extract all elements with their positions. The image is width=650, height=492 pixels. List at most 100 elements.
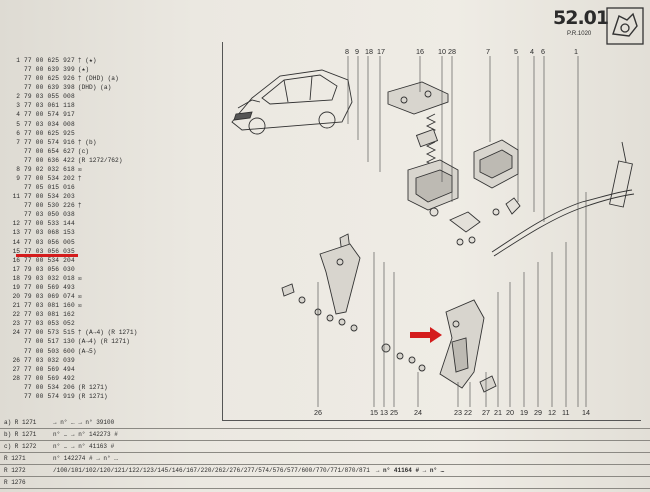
part-note: ☒ [77, 302, 82, 310]
pedal-left [281, 233, 361, 332]
callout-label: 6 [541, 47, 545, 56]
part-no: 9 [16, 175, 20, 183]
callout-label: 15 [370, 408, 378, 417]
part-no: 4 [16, 111, 20, 119]
bottom-range: n° 142274 # → n° … [53, 455, 118, 462]
part-ref: 77 00 574 917 [24, 111, 75, 119]
part-no: 14 [12, 238, 20, 246]
part-ref: 77 00 569 494 [24, 365, 75, 373]
part-no: 6 [16, 129, 20, 137]
cylinder-body-right [473, 139, 519, 189]
bottom-model: c) R 1272 [4, 443, 37, 450]
bottom-range: n° … → n° 41163 # [53, 443, 115, 450]
part-ref: 77 03 050 038 [24, 211, 75, 219]
bottom-model: R 1272 [4, 467, 26, 474]
parts-list-row: 77 00 654 627(c) [8, 147, 223, 156]
part-no [8, 201, 20, 210]
part-note: (★) [77, 66, 90, 74]
part-note: † (DHD) (a) [77, 75, 119, 83]
callout-label: 1 [574, 47, 578, 56]
part-note: ☒ [77, 293, 82, 301]
part-no: 28 [12, 374, 20, 382]
part-note: ☒ [77, 274, 82, 282]
callout-label: 13 [380, 408, 388, 417]
part-no: 17 [12, 265, 20, 273]
part-no: 24 [12, 329, 20, 337]
part-ref: 77 03 034 008 [24, 120, 75, 128]
part-ref: 77 00 639 398 [24, 84, 75, 92]
part-no: 5 [16, 120, 20, 128]
part-ref: 77 00 639 399 [24, 66, 75, 74]
part-no: 3 [16, 102, 20, 110]
part-ref: 77 03 081 162 [24, 311, 75, 319]
parts-list-row: 77 00 639 398(DHD) (a) [8, 83, 223, 92]
part-no: 18 [12, 274, 20, 282]
highlight-underline [16, 254, 78, 257]
part-no: 21 [12, 302, 20, 310]
part-ref: 79 03 055 008 [24, 93, 75, 101]
parts-list-row: 77 00 517 130(A→4) (R 1271) [8, 337, 223, 346]
part-ref: 79 03 032 018 [24, 274, 75, 282]
part-note: (R 1271) [77, 383, 108, 391]
part-no [8, 156, 20, 165]
part-no: 27 [12, 365, 20, 373]
section-icon [606, 7, 644, 45]
part-note: (R 1271) [77, 392, 108, 400]
part-no [8, 65, 20, 74]
part-no [8, 147, 20, 156]
part-ref: 77 00 654 627 [24, 147, 75, 155]
parts-list-row: 77 03 050 038 [8, 210, 223, 219]
part-ref: 77 03 056 005 [24, 238, 75, 246]
part-ref: 77 00 574 916 [24, 138, 75, 146]
parts-list-row: 77 05 015 016 [8, 183, 223, 192]
callout-label: 23 [454, 408, 462, 417]
callout-label: 4 [530, 47, 534, 56]
part-no: 2 [16, 93, 20, 101]
part-no [8, 392, 20, 401]
part-ref: 77 00 636 422 [24, 156, 75, 164]
part-ref: 77 00 517 130 [24, 338, 75, 346]
part-no: 12 [12, 220, 20, 228]
part-ref: 79 03 069 074 [24, 293, 75, 301]
part-no: 20 [12, 293, 20, 301]
callout-label: 26 [314, 408, 322, 417]
parts-list-row: 4 77 00 574 917 [8, 110, 223, 119]
callout-label: 17 [377, 47, 385, 56]
part-no [8, 83, 20, 92]
callout-label: 12 [548, 408, 556, 417]
car-illustration [231, 69, 353, 135]
parts-list-row: 77 00 639 399(★) [8, 65, 223, 74]
part-note: (DHD) (a) [77, 84, 112, 92]
part-note: (c) [77, 147, 90, 155]
callout-label: 7 [486, 47, 490, 56]
part-no: 26 [12, 356, 20, 364]
part-note: † (★) [77, 57, 97, 64]
part-note: (A→4) (R 1271) [77, 338, 130, 346]
part-note: † (A→4) (R 1271) [77, 329, 138, 337]
part-ref: 77 00 534 204 [24, 256, 75, 264]
bottom-table-row: a) R 1271→ n° … → n° 39100 [0, 417, 650, 429]
part-ref: 77 00 534 203 [24, 193, 75, 201]
part-note: † [77, 175, 82, 183]
callout-label: 22 [464, 408, 472, 417]
parts-list-row: 14 77 03 056 005 [8, 238, 223, 247]
part-ref: 77 00 503 600 [24, 347, 75, 355]
part-ref: 77 00 569 492 [24, 374, 75, 382]
part-no: 19 [12, 283, 20, 291]
red-arrow-icon [410, 327, 442, 343]
callout-label: 11 [562, 408, 570, 417]
parts-list-row: 77 00 574 919(R 1271) [8, 392, 223, 401]
parts-list-row: 77 00 503 600(A→5) [8, 347, 223, 356]
part-ref: 77 00 534 202 [24, 175, 75, 183]
parts-list-row: 28 77 00 569 492 [8, 374, 223, 383]
